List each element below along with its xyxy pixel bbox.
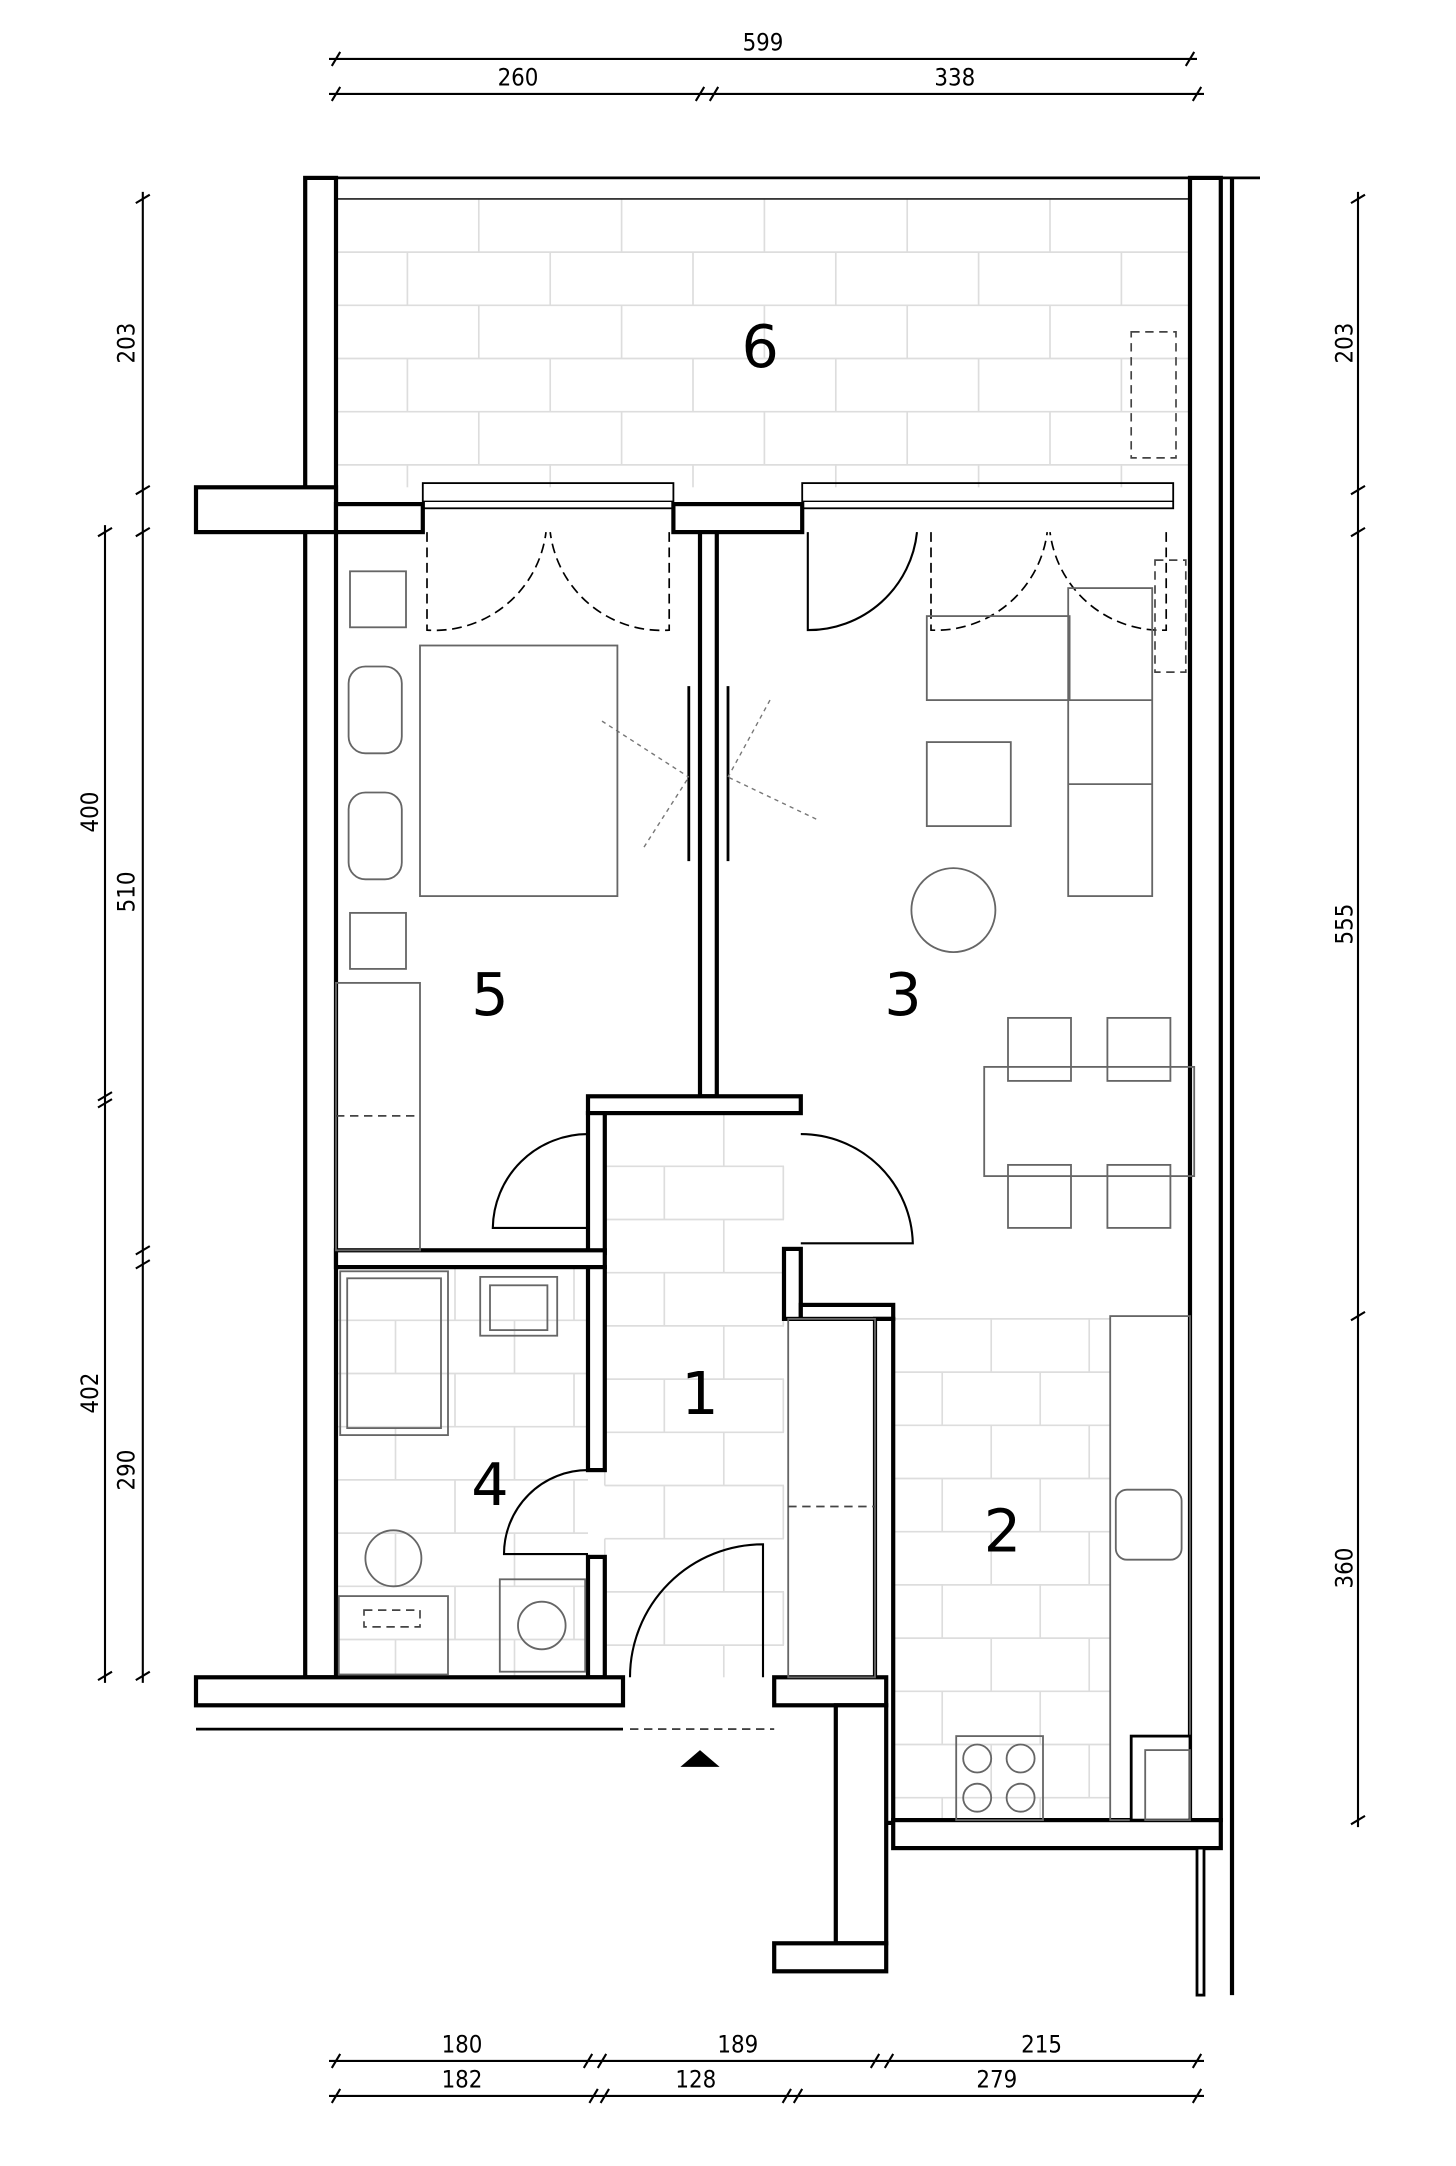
dimension-line — [588, 2088, 599, 2104]
dim-right-top: 203 — [1330, 323, 1358, 364]
dimension-line — [330, 86, 342, 102]
dim-bottom-2: 189 — [717, 2030, 758, 2058]
doors — [426, 531, 1168, 1767]
dimension-line — [869, 2053, 881, 2069]
dimension-line — [1191, 2088, 1203, 2104]
dimension-line — [97, 526, 113, 538]
dimension-line — [135, 1670, 151, 1682]
dimension-line — [694, 86, 706, 102]
room-number: 1 — [681, 1359, 718, 1428]
dimension-line — [883, 2053, 895, 2069]
dimension-line — [708, 86, 720, 102]
dimension-line — [599, 2088, 610, 2104]
dim-bottom-5: 128 — [675, 2066, 716, 2094]
dim-left-inner-b: 290 — [112, 1450, 140, 1491]
dim-bottom-1: 180 — [442, 2030, 483, 2058]
room-number: 4 — [471, 1450, 508, 1519]
dim-top-total: 599 — [743, 28, 784, 56]
dim-left-inner-a: 510 — [112, 871, 140, 912]
dim-right-a: 555 — [1330, 904, 1358, 945]
room-labels: 1 2 3 4 5 6 — [471, 312, 1021, 1565]
dimension-line — [135, 1245, 151, 1256]
walls — [193, 175, 1260, 1997]
dim-bottom-3: 215 — [1021, 2030, 1062, 2058]
dim-top-left: 260 — [498, 64, 539, 92]
room-number: 2 — [984, 1496, 1021, 1565]
dimension-line — [135, 484, 151, 496]
furniture — [335, 331, 1196, 1822]
dimension-line — [97, 1091, 113, 1102]
dim-bottom-6: 279 — [976, 2066, 1017, 2094]
dimension-line — [1350, 193, 1366, 205]
dimension-line — [97, 1098, 113, 1109]
dimension-line — [1350, 484, 1366, 496]
room-number: 6 — [741, 312, 778, 381]
dimension-labels: 599 260 338 203 400 402 510 290 203 555 … — [76, 28, 1358, 2093]
dimension-line — [582, 2053, 594, 2069]
dim-top-right: 338 — [934, 64, 975, 92]
dimension-line — [97, 1670, 113, 1682]
dimension-line — [135, 1259, 151, 1270]
dimension-line — [135, 526, 151, 538]
dimension-line — [1350, 1310, 1366, 1322]
dimension-lines — [97, 51, 1366, 2104]
entrance-arrow — [680, 1750, 720, 1767]
dimension-line — [792, 2088, 804, 2104]
dimension-line — [1184, 51, 1196, 67]
dimension-line — [330, 2088, 342, 2104]
dimension-line — [330, 2053, 342, 2069]
dimension-line — [596, 2053, 608, 2069]
dim-left-a: 400 — [76, 792, 104, 833]
dimension-line — [1350, 1814, 1366, 1826]
dimension-line — [1191, 2053, 1203, 2069]
dimension-line — [135, 193, 151, 205]
dim-left-b: 402 — [76, 1373, 104, 1414]
dimension-line — [1350, 526, 1366, 538]
dim-bottom-4: 182 — [442, 2066, 483, 2094]
room-number: 3 — [884, 960, 921, 1029]
room-number: 5 — [471, 960, 508, 1029]
dimension-line — [330, 51, 342, 67]
windows — [421, 482, 1175, 510]
dim-left-top: 203 — [112, 323, 140, 364]
dimension-line — [781, 2088, 792, 2104]
dim-right-b: 360 — [1330, 1548, 1358, 1589]
dimension-line — [1191, 86, 1203, 102]
